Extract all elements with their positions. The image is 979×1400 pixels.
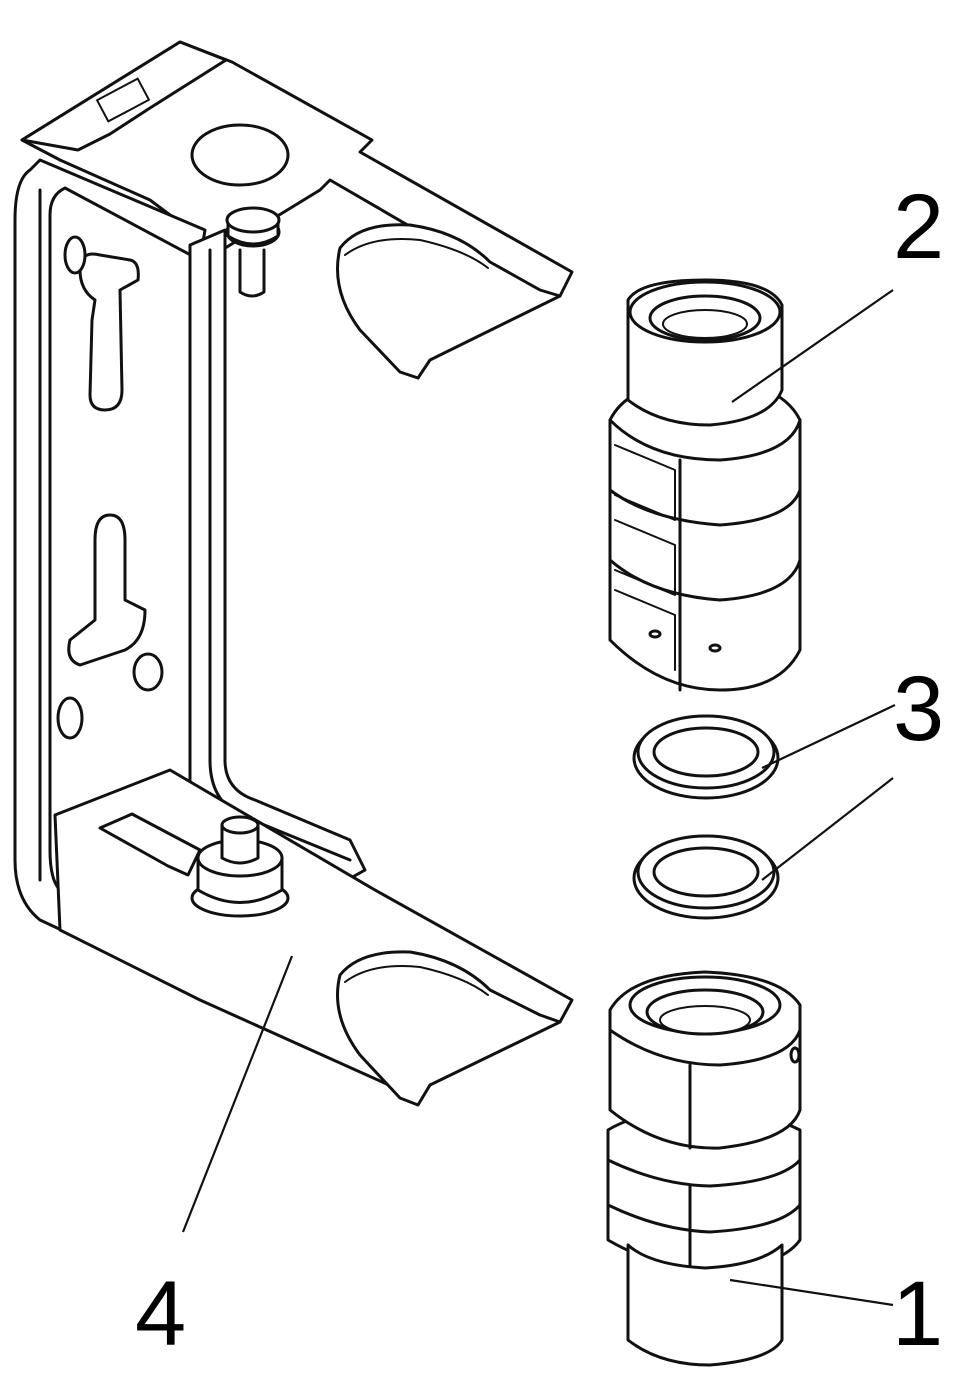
mount-hole-2 [132,652,164,692]
keyhole-slot-upper [78,252,140,412]
leader-lines [181,289,896,1307]
washer-upper [632,714,780,800]
top-slot [96,77,150,123]
leader-2 [731,289,894,403]
leader-4 [181,955,294,1233]
bottom-fork-slot [336,950,562,1107]
bracket-top-tab [20,40,228,152]
top-fork-slot [336,223,562,380]
leader-3a [761,704,896,769]
sealing-washers [632,714,780,920]
callout-2: 2 [893,176,944,278]
keyhole-slot-lower [67,513,147,667]
leader-3b [761,777,894,881]
bottom-slot [98,812,202,877]
top-flange-hole [190,123,290,187]
bottom-bolt-nut [190,815,290,918]
callout-1: 1 [892,1263,943,1365]
mount-hole-3 [56,696,84,740]
top-bolt [225,206,281,298]
mount-hole-1 [63,235,87,275]
callout-4: 4 [135,1263,186,1365]
callout-3: 3 [893,658,944,760]
leader-1 [729,1278,894,1307]
mounting-bracket [13,40,574,1107]
washer-lower [632,834,780,920]
compression-fitting-upper [608,278,802,692]
compression-fitting-lower [606,970,802,1367]
